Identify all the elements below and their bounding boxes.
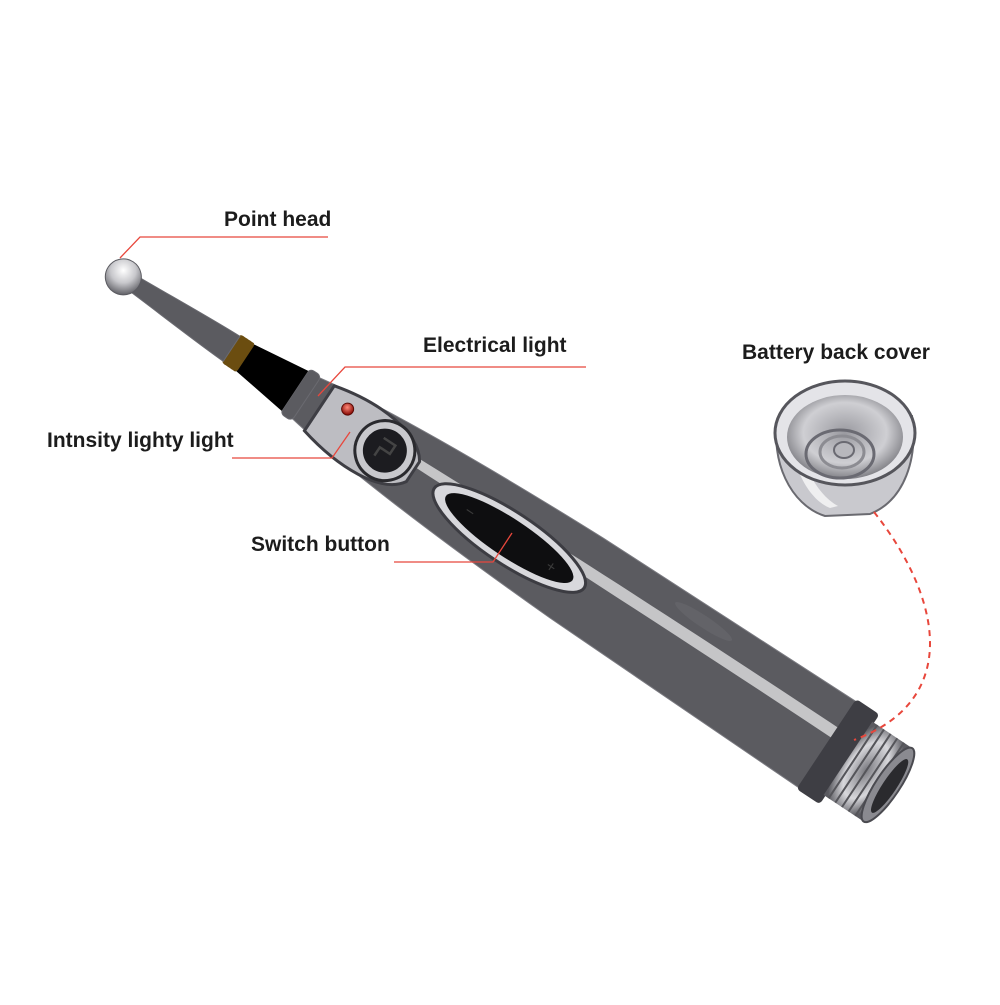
spring-coil-2 — [818, 434, 866, 470]
pen-open-end-inner — [870, 759, 909, 813]
black-grip — [236, 344, 309, 411]
electrical-led — [341, 402, 355, 416]
leader-battery-cover — [853, 511, 931, 741]
leader-intensity-light — [232, 431, 351, 459]
point-head-ball — [104, 258, 142, 296]
thread-section — [823, 721, 913, 822]
leader-lines — [119, 236, 931, 741]
brass-knurl — [224, 335, 255, 372]
pen-illustration: − + — [104, 258, 916, 824]
spring-coil-1 — [804, 428, 876, 480]
display-digit — [373, 436, 398, 457]
battery-cover-illustration — [773, 379, 917, 518]
label-point-head: Point head — [224, 208, 332, 231]
tapered-tip — [123, 272, 241, 362]
label-intensity-light: Intnsity lighty light — [47, 429, 234, 452]
end-cap-band — [797, 700, 878, 803]
label-electrical-light: Electrical light — [423, 334, 567, 357]
thread-lines — [827, 724, 905, 817]
leader-electrical-light — [317, 366, 586, 397]
side-slot — [675, 602, 733, 641]
leader-switch-button — [394, 532, 513, 563]
leader-point-head — [119, 236, 328, 259]
label-battery-cover: Battery back cover — [742, 341, 930, 364]
label-switch-button: Switch button — [251, 533, 390, 556]
spring-coil-3 — [833, 441, 855, 459]
